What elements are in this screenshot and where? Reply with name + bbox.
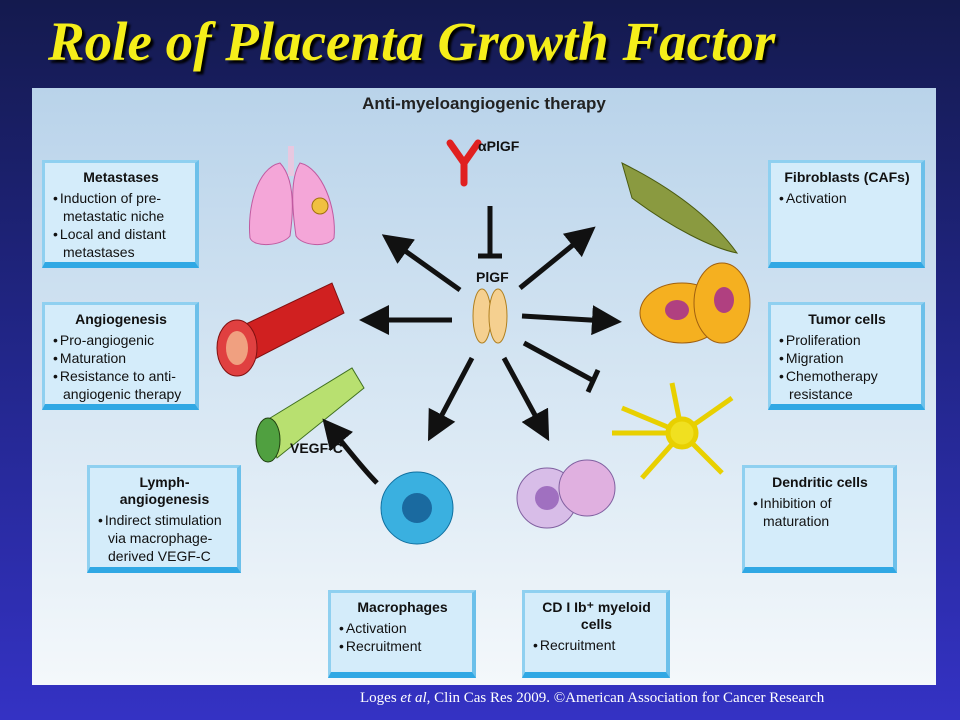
angiogenesis-box: Angiogenesis Pro-angiogenicMaturationRes…	[42, 302, 199, 410]
pathway-diagram	[216, 139, 751, 545]
lymph-vessel-icon	[255, 367, 365, 463]
fibroblast-icon	[621, 162, 739, 254]
citation-authors: Loges	[360, 690, 401, 706]
box-item: Maturation	[53, 349, 189, 367]
box-item: Local and distant metastases	[53, 225, 189, 261]
box-title: Metastases	[83, 169, 159, 185]
box-title: CD I Ib⁺ myeloid cells	[542, 599, 651, 632]
box-item: Proliferation	[779, 331, 915, 349]
citation-etal: et al	[400, 690, 427, 706]
box-item: Activation	[339, 619, 466, 637]
dendritic-cells-box: Dendritic cells Inhibition of maturation	[742, 465, 897, 573]
metastases-box: Metastases Induction of pre-metastatic n…	[42, 160, 199, 268]
lung-icon	[248, 146, 335, 245]
citation-source: , Clin Cas Res 2009. ©American Associati…	[426, 690, 825, 706]
box-item: Recruitment	[339, 637, 466, 655]
macrophage-icon	[380, 471, 454, 545]
box-title: Fibroblasts (CAFs)	[784, 169, 910, 185]
box-title: Macrophages	[357, 599, 448, 615]
figure-title: Anti-myeloangiogenic therapy	[362, 94, 606, 113]
box-item: Indirect stimulation via macrophage-deri…	[98, 511, 231, 565]
box-title: Dendritic cells	[772, 474, 868, 490]
box-item: Chemotherapy resistance	[779, 367, 915, 403]
slide-title: Role of Placenta Growth Factor	[48, 11, 776, 72]
box-item: Pro-angiogenic	[53, 331, 189, 349]
dendritic-cell-icon	[612, 382, 734, 480]
myeloid-cells-icon	[516, 459, 616, 529]
macrophages-box: Macrophages ActivationRecruitment	[328, 590, 476, 678]
figure-panel: Anti-myeloangiogenic therapy	[32, 88, 936, 685]
box-item: Inhibition of maturation	[753, 494, 887, 530]
citation: Loges et al, Clin Cas Res 2009. ©America…	[360, 690, 824, 707]
box-title: Tumor cells	[808, 311, 886, 327]
arrows	[322, 226, 622, 485]
tumor-cells-box: Tumor cells ProliferationMigrationChemot…	[768, 302, 925, 410]
box-item: Recruitment	[533, 636, 660, 654]
box-item: Resistance to anti-angiogenic therapy	[53, 367, 189, 403]
antibody-icon	[446, 139, 482, 187]
tumor-cells-icon	[639, 262, 751, 344]
box-item: Migration	[779, 349, 915, 367]
myeloid-cells-box: CD I Ib⁺ myeloid cells Recruitment	[522, 590, 670, 678]
box-item: Activation	[779, 189, 915, 207]
receptor-icon	[472, 288, 508, 344]
vegfc-label: VEGF-C	[290, 440, 343, 456]
plgf-label: PlGF	[476, 269, 509, 285]
box-title: Angiogenesis	[75, 311, 167, 327]
blood-vessel-icon	[216, 282, 345, 377]
box-title: Lymph-angiogenesis	[119, 474, 210, 507]
lymphangiogenesis-box: Lymph-angiogenesis Indirect stimulation …	[87, 465, 241, 573]
antibody-label: αPlGF	[478, 138, 520, 154]
box-item: Induction of pre-metastatic niche	[53, 189, 189, 225]
fibroblasts-box: Fibroblasts (CAFs) Activation	[768, 160, 925, 268]
